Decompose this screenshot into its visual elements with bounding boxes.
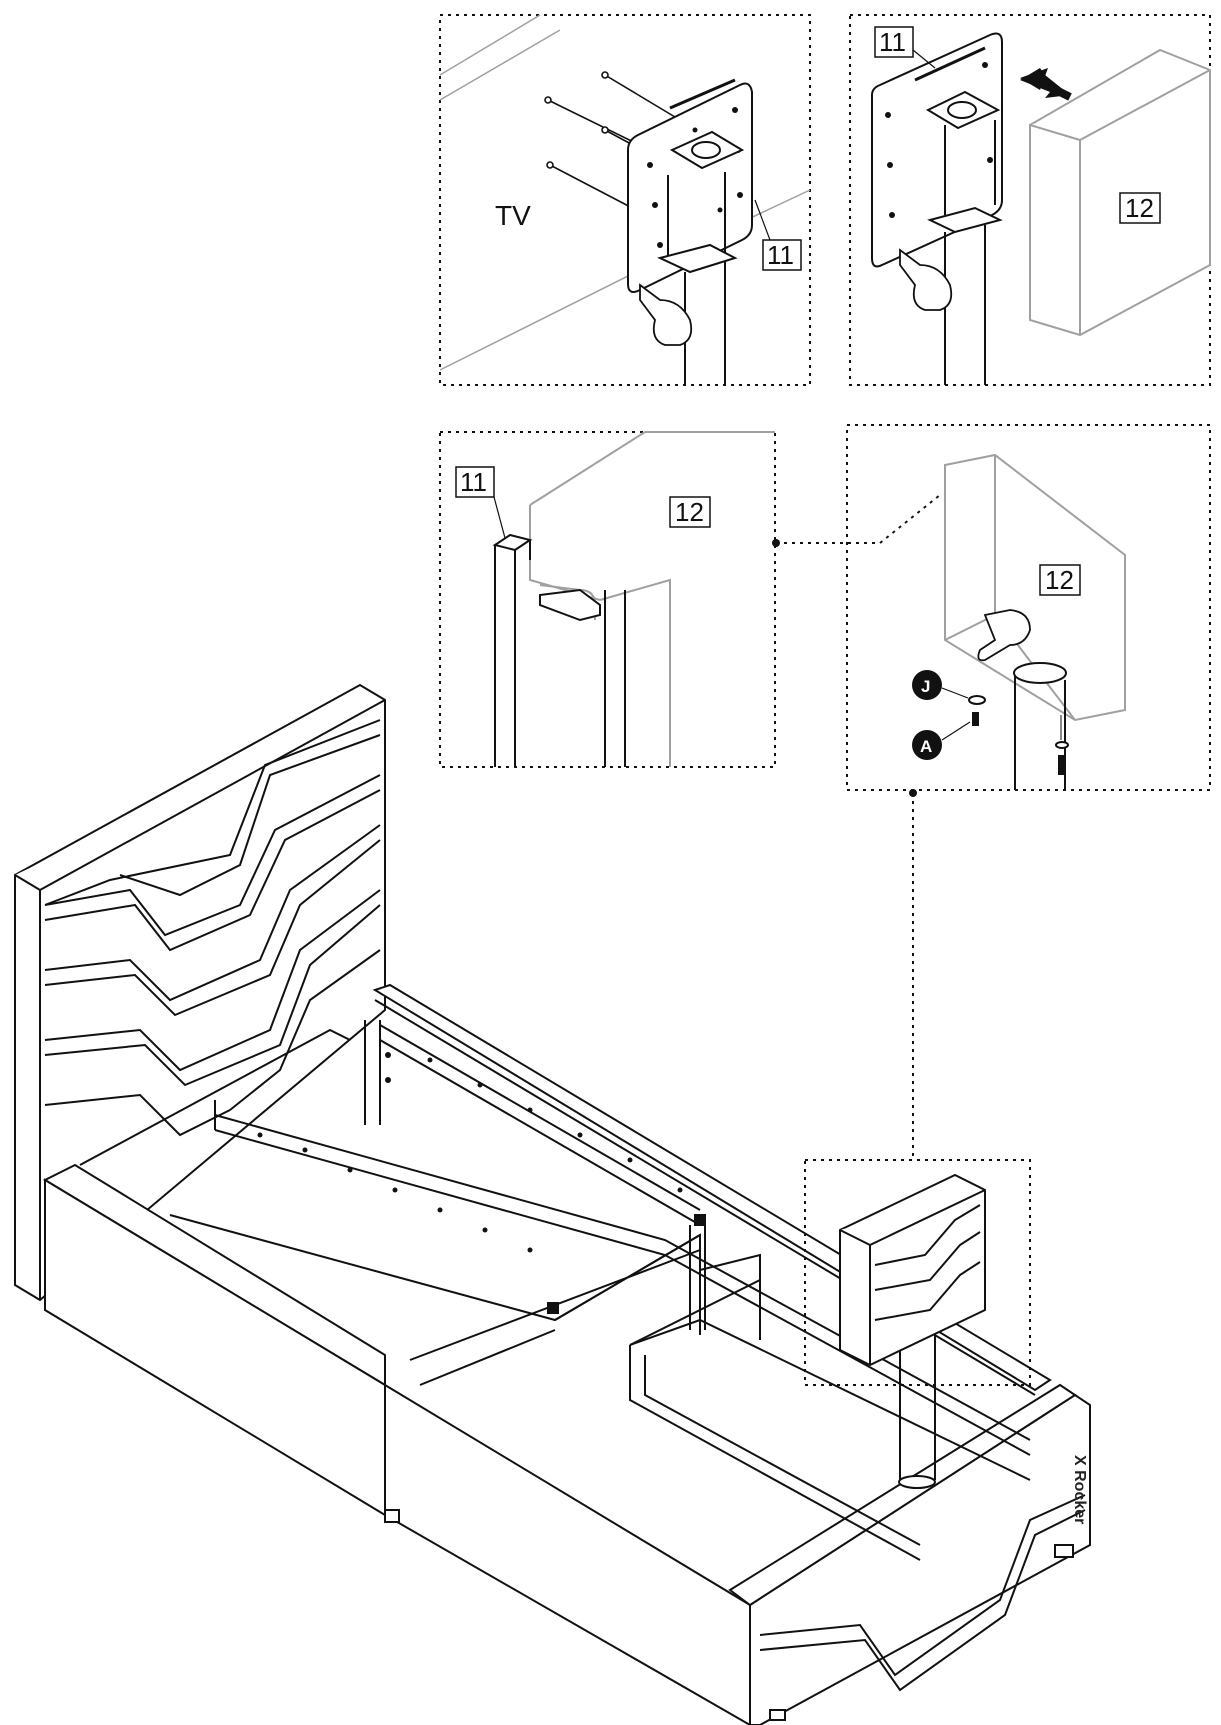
side-rail-front-right: [384, 1383, 751, 1725]
bed-illustration: [14, 683, 1091, 1725]
part-11-tag: 11: [455, 466, 506, 539]
pointing-hand-icon: [639, 283, 693, 346]
bed-frame-rails: [79, 1020, 1031, 1481]
hardware-j-badge: J: [912, 670, 969, 700]
panel-secure-screws: J A 12: [846, 424, 1211, 791]
headboard: [14, 683, 386, 1302]
pointing-hand-icon: [899, 248, 953, 311]
rail-holes: [257, 1052, 683, 1253]
mount-post: [657, 130, 745, 385]
side-rail-front-left: [42, 1163, 386, 1517]
panel-attach-box: 11 12: [849, 14, 1211, 386]
part-12-label: 12: [1045, 565, 1074, 595]
part-11-label: 11: [879, 27, 906, 57]
panel-tv-mount-frame: [439, 14, 811, 386]
part-11-label: 11: [460, 467, 487, 497]
panel-tv-mount: TV 11: [439, 14, 811, 386]
connector-dotted: [772, 494, 941, 547]
extension-frame: [629, 1278, 921, 1561]
push-arrow-icon: [1020, 68, 1072, 101]
hardware-a-badge: A: [912, 721, 971, 760]
brand-logo: X Rocker: [1071, 1455, 1088, 1524]
pointing-hand-icon: [977, 609, 1031, 662]
part-12-tag: 12: [1119, 192, 1161, 224]
mount-plate: [627, 78, 753, 293]
part-11-tag: 11: [754, 199, 802, 271]
part-12-label: 12: [1125, 193, 1154, 223]
hardware-a-label: A: [920, 737, 932, 756]
panel-slide-detail: 11 12: [439, 431, 776, 768]
bed-foot: [384, 1509, 400, 1523]
part-12-label: 12: [675, 497, 704, 527]
tv-box-on-bed: [839, 1173, 986, 1367]
washer-icon: [968, 695, 1069, 749]
part-12-tag: 12: [1039, 564, 1081, 596]
part-12-tag: 12: [669, 496, 711, 528]
hardware-j-label: J: [921, 677, 930, 696]
callout-box: [804, 1159, 1031, 1386]
part-11-label: 11: [767, 240, 794, 270]
screw-icon: [972, 712, 1064, 775]
connector-dotted: [909, 789, 917, 1160]
panel-secure-screws-frame: [846, 424, 1211, 791]
tv-label: TV: [495, 200, 531, 231]
part-11-tag: 11: [874, 26, 936, 69]
